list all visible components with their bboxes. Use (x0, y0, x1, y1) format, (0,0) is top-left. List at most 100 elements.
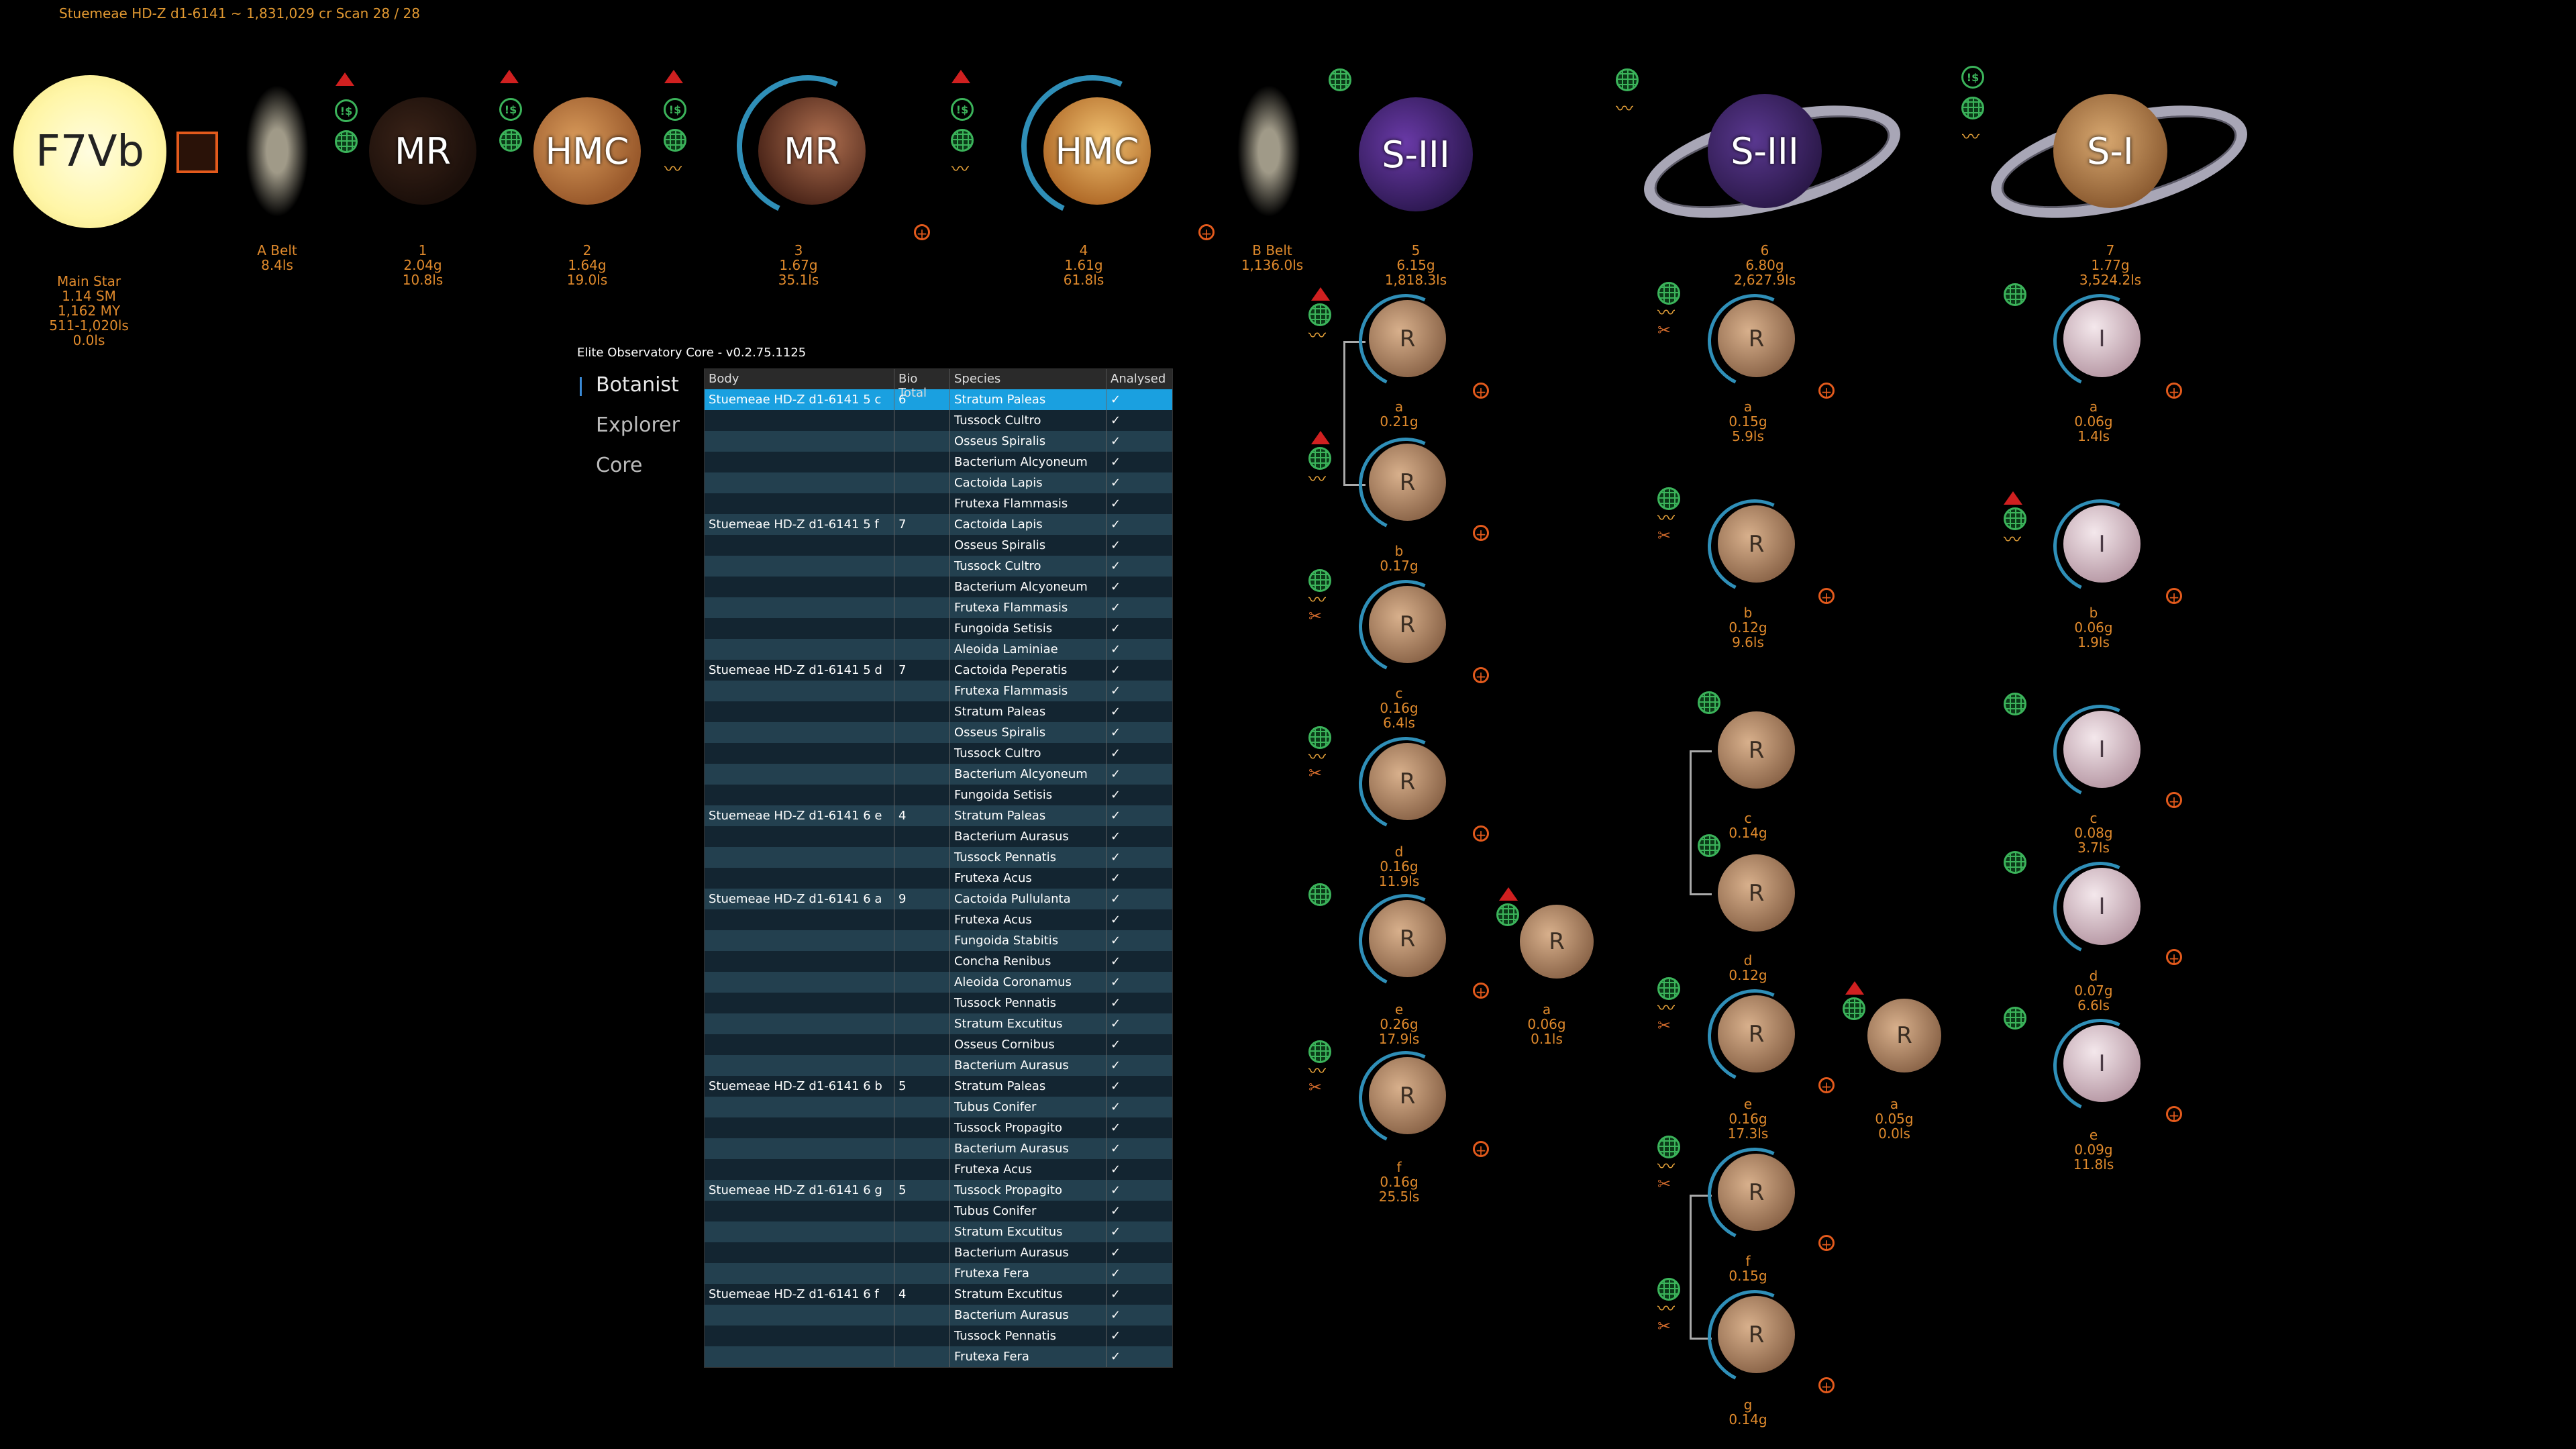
moon-6b[interactable]: R (1718, 505, 1795, 583)
table-row[interactable]: Tussock Cultro✓ (705, 556, 1172, 577)
add-mapping-icon[interactable]: + (1473, 383, 1489, 399)
table-row[interactable]: Frutexa Flammasis✓ (705, 681, 1172, 701)
moon-6d[interactable]: R (1718, 854, 1795, 932)
table-row[interactable]: Tussock Pennatis✓ (705, 847, 1172, 868)
add-mapping-icon[interactable]: + (2166, 1106, 2182, 1123)
moon-6e[interactable]: R (1718, 995, 1795, 1072)
col-body[interactable]: Body (705, 369, 894, 389)
planet-4[interactable]: HMC (1043, 97, 1151, 205)
table-row[interactable]: Tussock Cultro✓ (705, 410, 1172, 431)
table-row[interactable]: Bacterium Aurasus✓ (705, 1305, 1172, 1326)
col-analysed[interactable]: Analysed (1111, 372, 1166, 386)
table-row[interactable]: Stratum Paleas✓ (705, 701, 1172, 722)
table-row[interactable]: Frutexa Flammasis✓ (705, 597, 1172, 618)
moon-5d[interactable]: R (1369, 743, 1446, 820)
table-row[interactable]: Bacterium Alcyoneum✓ (705, 764, 1172, 785)
table-row[interactable]: Tussock Pennatis✓ (705, 993, 1172, 1013)
add-mapping-icon[interactable]: + (1818, 588, 1835, 605)
table-row[interactable]: Tubus Conifer✓ (705, 1201, 1172, 1221)
moon-7e[interactable]: I (2063, 1025, 2141, 1102)
moon-7a[interactable]: I (2063, 300, 2141, 377)
add-mapping-icon[interactable]: + (1473, 983, 1489, 999)
table-row[interactable]: Tubus Conifer✓ (705, 1097, 1172, 1117)
table-row[interactable]: Aleoida Laminiae✓ (705, 639, 1172, 660)
moon-5b[interactable]: R (1369, 444, 1446, 521)
add-mapping-icon[interactable]: + (1198, 224, 1215, 241)
table-row[interactable]: Bacterium Aurasus✓ (705, 1138, 1172, 1159)
table-row[interactable]: Osseus Cornibus✓ (705, 1034, 1172, 1055)
col-species[interactable]: Species (950, 369, 1106, 389)
add-mapping-icon[interactable]: + (1818, 1235, 1835, 1252)
table-row[interactable]: Bacterium Alcyoneum✓ (705, 452, 1172, 472)
planet-7[interactable]: S-I (2053, 94, 2167, 208)
table-row[interactable]: Tussock Cultro✓ (705, 743, 1172, 764)
moon-5a[interactable]: R (1369, 300, 1446, 377)
table-row[interactable]: Frutexa Fera✓ (705, 1346, 1172, 1367)
moon-5c[interactable]: R (1369, 586, 1446, 663)
table-row[interactable]: Concha Renibus✓ (705, 951, 1172, 972)
nav-explorer[interactable]: Explorer (596, 413, 680, 437)
moon-6a[interactable]: R (1718, 300, 1795, 377)
table-row[interactable]: Frutexa Acus✓ (705, 868, 1172, 889)
moon-7b[interactable]: I (2063, 505, 2141, 583)
moon-7c[interactable]: I (2063, 711, 2141, 788)
table-row[interactable]: Stratum Excutitus✓ (705, 1221, 1172, 1242)
table-row[interactable]: Bacterium Alcyoneum✓ (705, 577, 1172, 597)
add-mapping-icon[interactable]: + (1818, 1077, 1835, 1094)
table-row[interactable]: Osseus Spiralis✓ (705, 431, 1172, 452)
moon-5e[interactable]: R (1369, 900, 1446, 977)
table-row[interactable]: Frutexa Flammasis✓ (705, 493, 1172, 514)
planet-1[interactable]: MR (369, 97, 476, 205)
moon-6e-a[interactable]: R (1867, 999, 1941, 1072)
nav-botanist[interactable]: Botanist (580, 373, 679, 397)
table-row[interactable]: Osseus Spiralis✓ (705, 722, 1172, 743)
add-mapping-icon[interactable]: + (2166, 383, 2182, 399)
table-row[interactable]: Frutexa Fera✓ (705, 1263, 1172, 1284)
table-row[interactable]: Frutexa Acus✓ (705, 1159, 1172, 1180)
table-row[interactable]: Cactoida Lapis✓ (705, 472, 1172, 493)
table-row[interactable]: Stratum Excutitus✓ (705, 1013, 1172, 1034)
table-row[interactable]: Fungoida Setisis✓ (705, 785, 1172, 805)
planet-5[interactable]: S-III (1359, 97, 1473, 211)
add-mapping-icon[interactable]: + (1473, 1141, 1489, 1158)
add-mapping-icon[interactable]: + (2166, 949, 2182, 966)
col-bio-total[interactable]: Bio Total (894, 369, 950, 400)
moon-7d[interactable]: I (2063, 868, 2141, 945)
codex-book-icon[interactable] (176, 132, 218, 173)
planet-6[interactable]: S-III (1708, 94, 1822, 208)
add-mapping-icon[interactable]: + (1473, 525, 1489, 542)
botanist-table[interactable]: Body Bio Total Species Analysed Stuemeae… (704, 368, 1173, 1368)
add-mapping-icon[interactable]: + (914, 224, 930, 241)
table-row[interactable]: Fungoida Setisis✓ (705, 618, 1172, 639)
add-mapping-icon[interactable]: + (2166, 792, 2182, 809)
add-mapping-icon[interactable]: + (1473, 667, 1489, 684)
table-row[interactable]: Tussock Propagito✓ (705, 1117, 1172, 1138)
table-row[interactable]: Aleoida Coronamus✓ (705, 972, 1172, 993)
main-star[interactable]: F7Vb (13, 75, 166, 228)
table-row[interactable]: Bacterium Aurasus✓ (705, 826, 1172, 847)
planet-3[interactable]: MR (758, 97, 866, 205)
moon-5e-a[interactable]: R (1520, 905, 1594, 979)
asteroid-belt-b[interactable] (1232, 74, 1306, 228)
add-mapping-icon[interactable]: + (1473, 826, 1489, 842)
moon-6g[interactable]: R (1718, 1296, 1795, 1373)
moon-6c[interactable]: R (1718, 711, 1795, 789)
table-row[interactable]: Bacterium Aurasus✓ (705, 1055, 1172, 1076)
moon-6f[interactable]: R (1718, 1154, 1795, 1231)
moon-5f[interactable]: R (1369, 1057, 1446, 1134)
nav-core[interactable]: Core (596, 454, 643, 477)
add-mapping-icon[interactable]: + (2166, 588, 2182, 605)
table-row[interactable]: Osseus Spiralis✓ (705, 535, 1172, 556)
add-mapping-icon[interactable]: + (1818, 383, 1835, 399)
table-row[interactable]: Fungoida Stabitis✓ (705, 930, 1172, 951)
add-mapping-icon[interactable]: + (1818, 1377, 1835, 1394)
planet-2[interactable]: HMC (533, 97, 641, 205)
asteroid-belt-a[interactable] (240, 74, 314, 228)
